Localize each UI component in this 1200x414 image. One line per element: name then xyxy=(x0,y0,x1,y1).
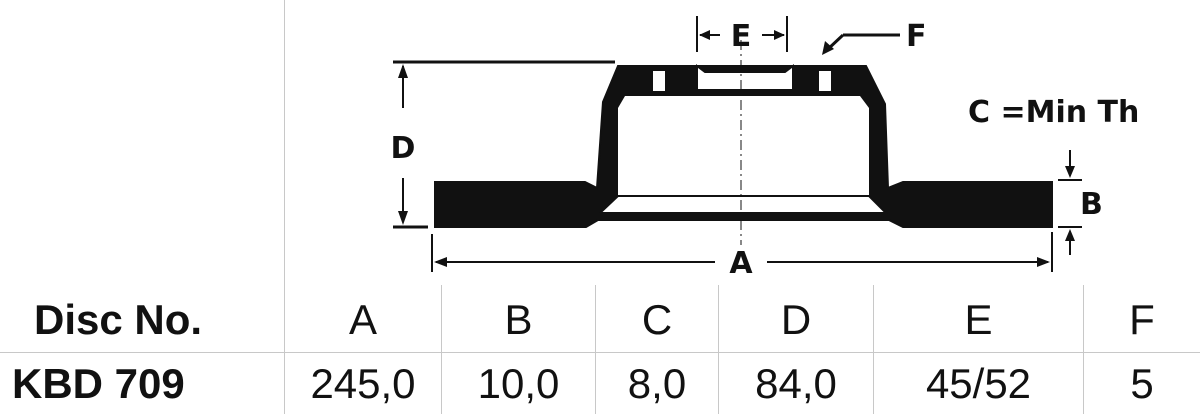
bolt-hole-left xyxy=(651,69,667,93)
header-f: F xyxy=(1129,296,1155,343)
value-d: 84,0 xyxy=(755,360,837,407)
grid-divider xyxy=(441,285,442,414)
value-b: 10,0 xyxy=(477,360,560,407)
header-a: A xyxy=(348,296,377,343)
value-f: 5 xyxy=(1130,360,1154,407)
label-b: B xyxy=(1080,187,1103,222)
e-arrow-left-icon xyxy=(699,30,710,40)
grid-divider xyxy=(595,285,596,414)
value-e: 45/52 xyxy=(925,360,1032,407)
grid-divider xyxy=(1083,285,1084,414)
brake-disc-diagram: D A E F C =Min Th B xyxy=(391,16,1139,281)
f-arrow-icon xyxy=(822,41,834,55)
header-d: D xyxy=(780,296,812,343)
label-a: A xyxy=(729,246,753,281)
label-d: D xyxy=(391,131,416,166)
b-arrow-up-icon xyxy=(1065,229,1075,241)
label-f: F xyxy=(906,19,927,54)
grid-divider-label-col xyxy=(284,0,285,414)
d-arrow-up-icon xyxy=(398,64,408,78)
header-e: E xyxy=(964,296,993,343)
header-disc-no: Disc No. xyxy=(34,296,203,343)
grid-row-divider xyxy=(0,352,1200,353)
row-disc-number: KBD 709 xyxy=(12,360,185,407)
hat-inner-bottom xyxy=(597,195,889,214)
a-arrow-right-icon xyxy=(1037,257,1050,267)
center-bore xyxy=(696,64,794,91)
d-arrow-down-icon xyxy=(398,211,408,225)
header-c: C xyxy=(641,296,673,343)
value-a: 245,0 xyxy=(310,360,416,407)
bolt-hole-right xyxy=(817,69,833,93)
hat-inner-cavity xyxy=(618,96,869,196)
b-arrow-down-icon xyxy=(1065,166,1075,178)
grid-divider xyxy=(873,285,874,414)
e-arrow-right-icon xyxy=(774,30,785,40)
value-c: 8,0 xyxy=(627,360,687,407)
c-min-thickness-note: C =Min Th xyxy=(968,95,1139,130)
a-arrow-left-icon xyxy=(434,257,447,267)
grid-divider xyxy=(718,285,719,414)
label-e: E xyxy=(731,19,752,54)
header-b: B xyxy=(504,296,533,343)
